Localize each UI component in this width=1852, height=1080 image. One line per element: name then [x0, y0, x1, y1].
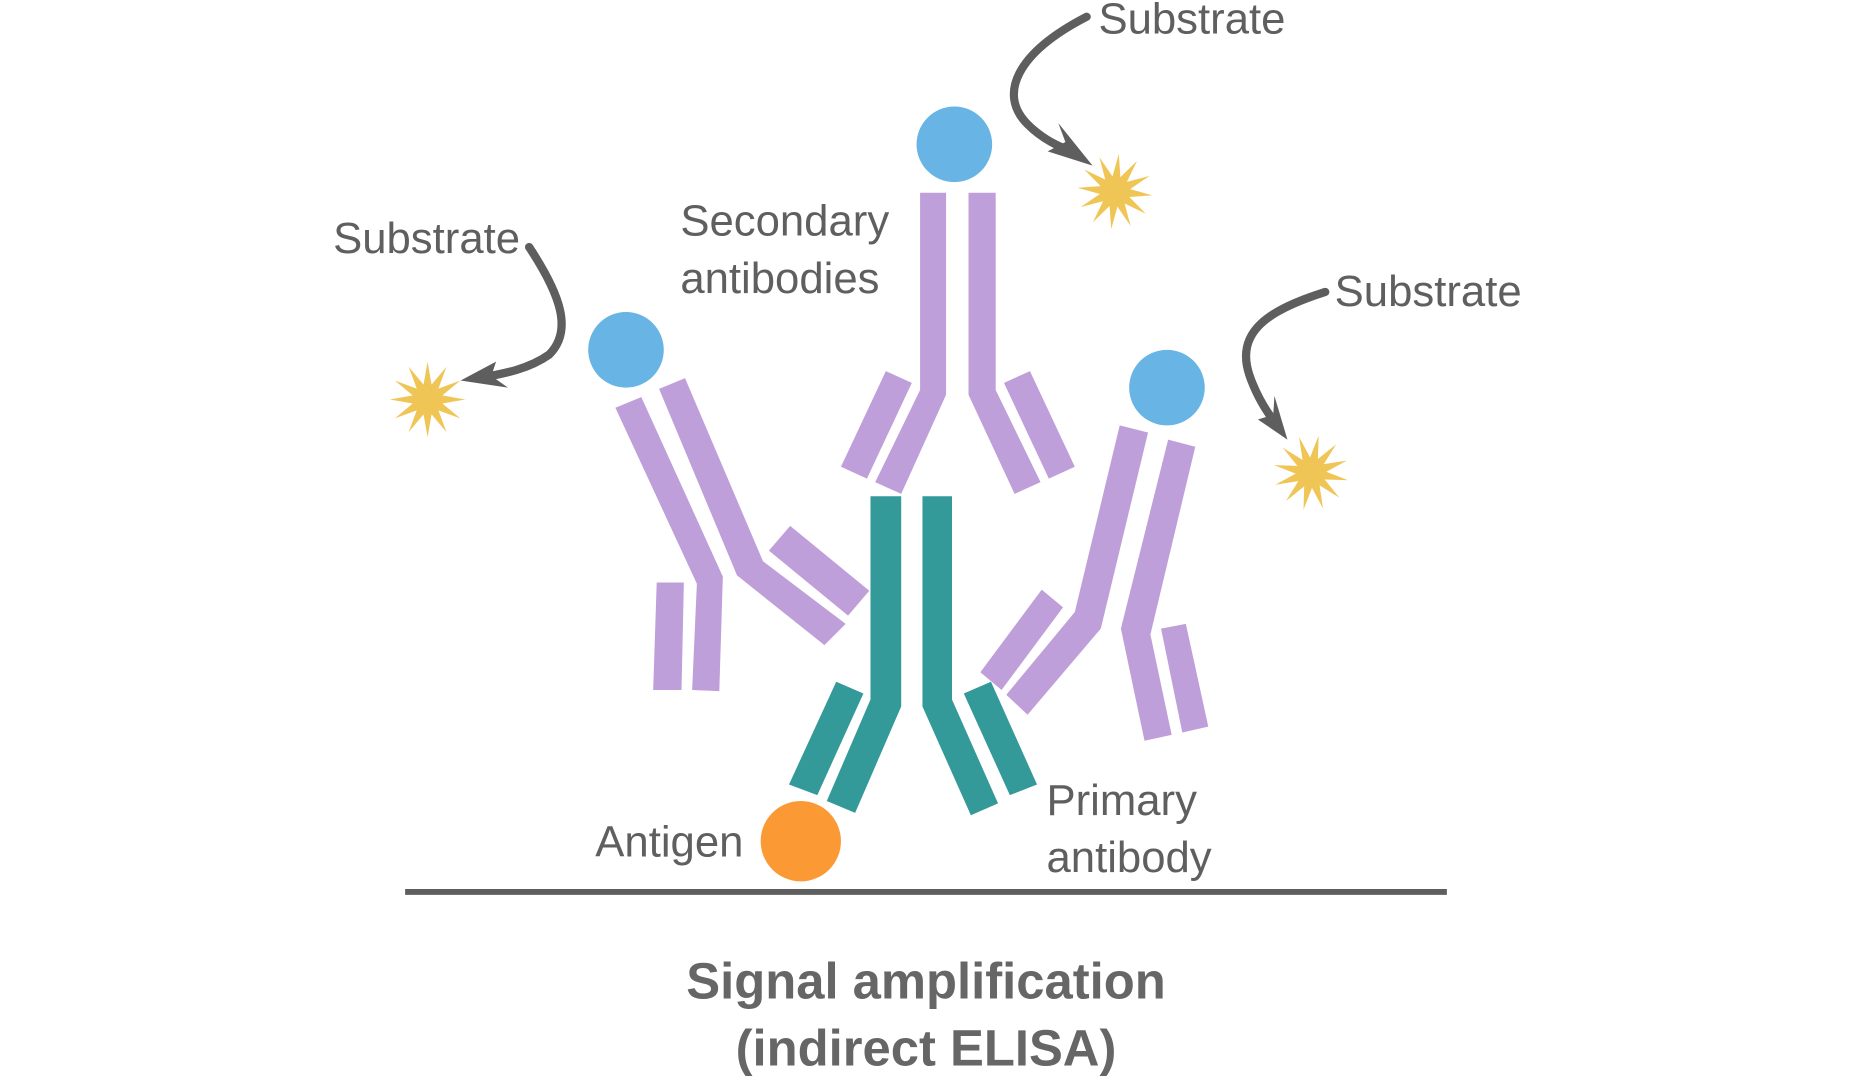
- light-chain-left: [840, 371, 912, 479]
- arrowhead-icon: [460, 361, 508, 388]
- title-line1: Signal amplification: [686, 952, 1166, 1009]
- enzyme-circle: [916, 106, 993, 183]
- heavy-chain-right: [1120, 439, 1196, 741]
- secondary-antibody-left: [588, 312, 870, 692]
- title-line2: (indirect ELISA): [736, 1020, 1117, 1077]
- enzyme-circle: [1129, 349, 1205, 426]
- arrow-substrate-left: [460, 242, 566, 388]
- substrate-star-right: [1273, 435, 1349, 510]
- starburst-icon: [389, 361, 466, 438]
- arrowhead-icon: [1257, 395, 1288, 440]
- antigen: [760, 801, 841, 882]
- arrow-substrate-top: [1009, 12, 1093, 166]
- heavy-chain-right: [659, 378, 846, 646]
- heavy-chain-left: [875, 192, 947, 494]
- primary-heavy-chain-right: [922, 496, 999, 816]
- starburst-icon: [1077, 154, 1153, 230]
- label-primary-line2: antibody: [1046, 833, 1211, 882]
- light-chain-left: [653, 582, 684, 691]
- enzyme-circle: [588, 312, 664, 388]
- primary-heavy-chain-left: [826, 496, 902, 813]
- light-chain-right: [1161, 623, 1209, 733]
- light-chain-right: [768, 525, 870, 616]
- primary-light-chain-left: [788, 681, 864, 796]
- label-substrate-left: Substrate: [333, 214, 520, 263]
- label-substrate-right: Substrate: [1335, 267, 1522, 316]
- label-secondary-line2: antibodies: [680, 254, 879, 303]
- primary-light-chain-right: [963, 681, 1038, 796]
- heavy-chain-left: [1006, 425, 1149, 715]
- secondary-antibody-top: [840, 106, 1075, 494]
- arrow-substrate-right: [1241, 287, 1330, 440]
- heavy-chain-right: [968, 192, 1041, 494]
- light-chain-right: [1003, 371, 1075, 479]
- substrate-star-top: [1077, 154, 1153, 230]
- starburst-icon: [1273, 435, 1349, 510]
- label-secondary-line1: Secondary: [680, 196, 889, 245]
- label-primary-line1: Primary: [1046, 776, 1197, 825]
- label-substrate-top: Substrate: [1098, 0, 1285, 43]
- primary-antibody: [788, 496, 1038, 816]
- light-chain-left: [980, 589, 1064, 691]
- substrate-star-left: [389, 361, 466, 438]
- secondary-antibody-right: [980, 349, 1209, 741]
- label-antigen: Antigen: [595, 818, 743, 867]
- heavy-chain-left: [615, 397, 723, 692]
